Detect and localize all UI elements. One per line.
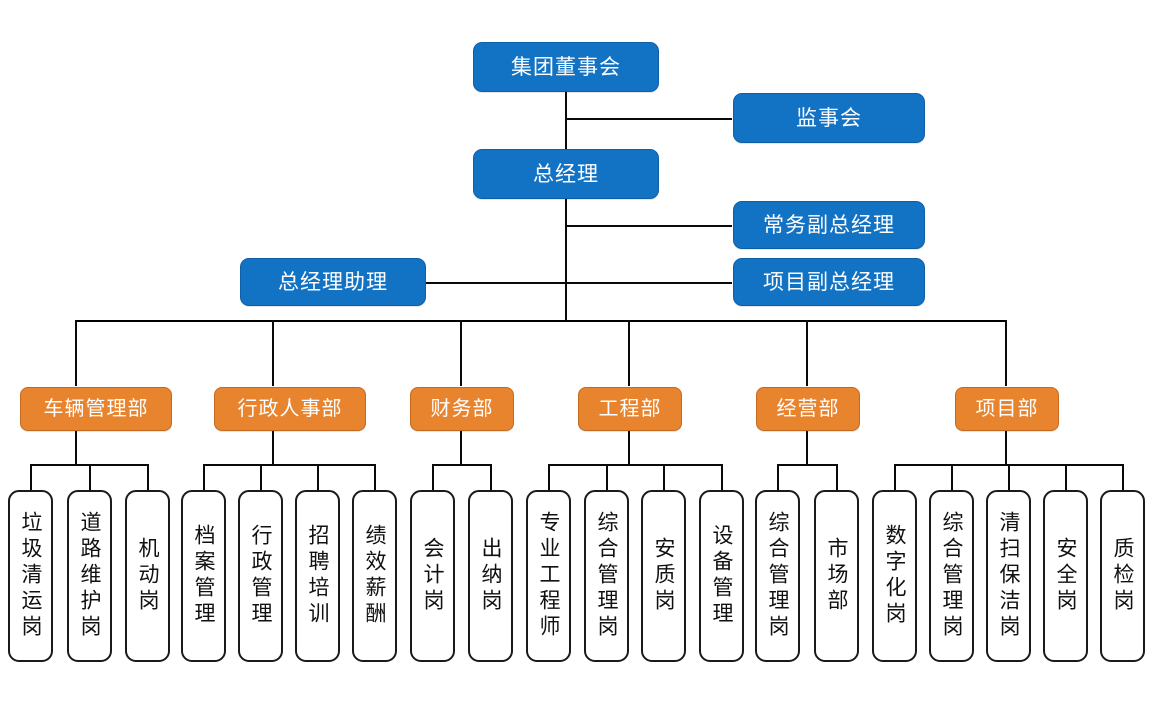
connector-gm-to-exec-deputy bbox=[565, 225, 732, 227]
connector-bar-to-dept-5 bbox=[806, 320, 808, 386]
connector-bar-to-dept-4 bbox=[628, 320, 630, 386]
node-department-admin-hr[interactable]: 行政人事部 bbox=[214, 387, 366, 431]
node-department-vehicle-management[interactable]: 车辆管理部 bbox=[20, 387, 172, 431]
connector-bar-to-dept-6 bbox=[1005, 320, 1007, 386]
node-department-operations[interactable]: 经营部 bbox=[756, 387, 860, 431]
node-group-board[interactable]: 集团董事会 bbox=[473, 42, 659, 92]
node-position-performance-compensation[interactable]: 绩效薪酬 bbox=[352, 490, 397, 662]
position-label: 档案管理 bbox=[192, 524, 215, 628]
node-gm-assistant[interactable]: 总经理助理 bbox=[240, 258, 426, 306]
node-position-engineering-general-management[interactable]: 综合管理岗 bbox=[584, 490, 629, 662]
position-label: 清扫保洁岗 bbox=[997, 511, 1020, 641]
position-label: 道路维护岗 bbox=[78, 511, 101, 641]
connector-dept5-bar bbox=[777, 464, 838, 466]
position-label: 垃圾清运岗 bbox=[19, 511, 42, 641]
connector-dept5-leaf2 bbox=[836, 464, 838, 491]
position-label: 设备管理 bbox=[710, 524, 733, 628]
position-label: 会计岗 bbox=[421, 537, 444, 615]
connector-dept4-stem bbox=[628, 424, 630, 466]
node-position-project-general-management[interactable]: 综合管理岗 bbox=[929, 490, 974, 662]
position-label: 绩效薪酬 bbox=[363, 524, 386, 628]
node-general-manager[interactable]: 总经理 bbox=[473, 149, 659, 199]
connector-dept2-bar bbox=[203, 464, 375, 466]
connector-dept6-leaf3 bbox=[1008, 464, 1010, 491]
node-position-accounting[interactable]: 会计岗 bbox=[410, 490, 455, 662]
node-project-deputy-gm[interactable]: 项目副总经理 bbox=[733, 258, 925, 306]
node-position-marketing[interactable]: 市场部 bbox=[814, 490, 859, 662]
connector-dept5-leaf1 bbox=[777, 464, 779, 491]
node-department-finance[interactable]: 财务部 bbox=[410, 387, 514, 431]
position-label: 行政管理 bbox=[249, 524, 272, 628]
node-position-operations-general-management[interactable]: 综合管理岗 bbox=[755, 490, 800, 662]
node-position-recruitment-training[interactable]: 招聘培训 bbox=[295, 490, 340, 662]
connector-dept1-stem bbox=[75, 424, 77, 466]
connector-dept4-bar bbox=[548, 464, 723, 466]
connector-dept4-leaf1 bbox=[548, 464, 550, 491]
position-label: 招聘培训 bbox=[306, 524, 329, 628]
node-position-records-management[interactable]: 档案管理 bbox=[181, 490, 226, 662]
node-position-waste-transport[interactable]: 垃圾清运岗 bbox=[8, 490, 53, 662]
connector-dept3-bar bbox=[432, 464, 492, 466]
connector-dept6-leaf4 bbox=[1065, 464, 1067, 491]
position-label: 综合管理岗 bbox=[940, 511, 963, 641]
node-position-administration[interactable]: 行政管理 bbox=[238, 490, 283, 662]
connector-main-distribution-bar bbox=[75, 320, 1006, 322]
node-position-equipment-management[interactable]: 设备管理 bbox=[699, 490, 744, 662]
connector-gm-to-main-bar bbox=[565, 198, 567, 322]
connector-dept3-leaf2 bbox=[490, 464, 492, 491]
connector-dept6-leaf5 bbox=[1122, 464, 1124, 491]
connector-board-to-gm bbox=[565, 91, 567, 153]
connector-gm-to-gm-assistant bbox=[424, 282, 566, 284]
connector-dept2-leaf3 bbox=[317, 464, 319, 491]
node-position-cleaning-sanitation[interactable]: 清扫保洁岗 bbox=[986, 490, 1031, 662]
connector-dept4-leaf3 bbox=[663, 464, 665, 491]
position-label: 市场部 bbox=[825, 537, 848, 615]
node-executive-deputy-gm[interactable]: 常务副总经理 bbox=[733, 201, 925, 249]
node-department-project[interactable]: 项目部 bbox=[955, 387, 1059, 431]
node-position-cashier[interactable]: 出纳岗 bbox=[468, 490, 513, 662]
connector-dept1-leaf1 bbox=[30, 464, 32, 491]
connector-dept1-leaf3 bbox=[147, 464, 149, 491]
position-label: 安全岗 bbox=[1054, 537, 1077, 615]
connector-dept2-leaf4 bbox=[374, 464, 376, 491]
connector-dept4-leaf4 bbox=[721, 464, 723, 491]
connector-dept2-stem bbox=[272, 424, 274, 466]
connector-dept2-leaf1 bbox=[203, 464, 205, 491]
connector-gm-stem-to-supervisors bbox=[565, 118, 732, 120]
position-label: 专业工程师 bbox=[537, 511, 560, 641]
connector-dept3-leaf1 bbox=[432, 464, 434, 491]
connector-dept6-leaf2 bbox=[951, 464, 953, 491]
connector-dept2-leaf2 bbox=[260, 464, 262, 491]
connector-dept6-leaf1 bbox=[894, 464, 896, 491]
node-position-digitalization[interactable]: 数字化岗 bbox=[872, 490, 917, 662]
connector-dept5-stem bbox=[806, 424, 808, 466]
connector-gm-to-project-deputy bbox=[565, 282, 732, 284]
connector-bar-to-dept-2 bbox=[272, 320, 274, 386]
node-department-engineering[interactable]: 工程部 bbox=[578, 387, 682, 431]
position-label: 安质岗 bbox=[652, 537, 675, 615]
connector-dept6-stem bbox=[1005, 424, 1007, 466]
position-label: 数字化岗 bbox=[883, 524, 906, 628]
connector-bar-to-dept-3 bbox=[460, 320, 462, 386]
connector-dept1-leaf2 bbox=[89, 464, 91, 491]
node-position-professional-engineer[interactable]: 专业工程师 bbox=[526, 490, 571, 662]
position-label: 质检岗 bbox=[1111, 537, 1134, 615]
position-label: 综合管理岗 bbox=[595, 511, 618, 641]
position-label: 出纳岗 bbox=[479, 537, 502, 615]
connector-dept3-stem bbox=[460, 424, 462, 466]
connector-bar-to-dept-1 bbox=[75, 320, 77, 386]
position-label: 机动岗 bbox=[136, 537, 159, 615]
node-position-safety-quality[interactable]: 安质岗 bbox=[641, 490, 686, 662]
position-label: 综合管理岗 bbox=[766, 511, 789, 641]
connector-dept4-leaf2 bbox=[606, 464, 608, 491]
node-board-of-supervisors[interactable]: 监事会 bbox=[733, 93, 925, 143]
node-position-safety[interactable]: 安全岗 bbox=[1043, 490, 1088, 662]
node-position-road-maintenance[interactable]: 道路维护岗 bbox=[67, 490, 112, 662]
node-position-quality-inspection[interactable]: 质检岗 bbox=[1100, 490, 1145, 662]
node-position-mobile-duty[interactable]: 机动岗 bbox=[125, 490, 170, 662]
